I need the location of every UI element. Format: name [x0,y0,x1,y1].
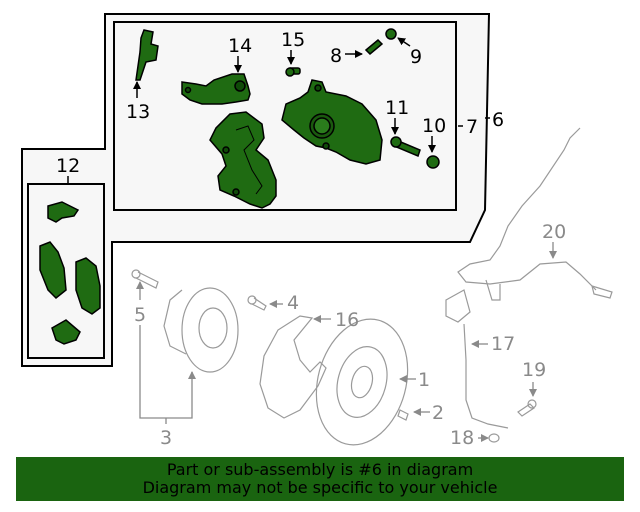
part-12-pads[interactable] [39,201,101,345]
part-19-bolt[interactable] [517,399,537,417]
info-banner: Part or sub-assembly is #6 in diagram Di… [16,457,624,501]
callout-18[interactable]: 18 [450,427,474,449]
part-10-cap[interactable] [426,155,440,169]
part-5-stud[interactable] [131,269,159,289]
banner-line-1: Part or sub-assembly is #6 in diagram [166,460,474,479]
part-20-abs-sensor[interactable] [457,127,613,301]
callout-14[interactable]: 14 [228,35,252,57]
part-15-bolt[interactable] [285,67,301,77]
callout-8[interactable]: 8 [330,45,342,67]
callout-11[interactable]: 11 [385,97,409,119]
part-2-screw[interactable] [397,409,409,421]
callout-17[interactable]: 17 [491,333,515,355]
callout-19[interactable]: 19 [522,359,546,381]
part-16-shield[interactable] [259,315,327,419]
callout-16[interactable]: 16 [335,309,359,331]
banner-line-2: Diagram may not be specific to your vehi… [142,478,498,497]
callout-10[interactable]: 10 [422,115,446,137]
callout-13[interactable]: 13 [126,101,150,123]
callout-2[interactable]: 2 [432,402,444,424]
callout-20[interactable]: 20 [542,221,566,243]
callout-5[interactable]: 5 [134,304,146,326]
part-8-guide-pin[interactable] [364,38,384,56]
callout-3[interactable]: 3 [160,427,172,449]
part-1-rotor[interactable] [303,309,421,455]
part-14-bracket[interactable] [181,73,251,105]
callout-9[interactable]: 9 [410,46,422,68]
part-3-hub[interactable] [163,287,239,373]
part-11-bolt[interactable] [390,136,421,158]
part-9-boot[interactable] [385,28,397,40]
callout-1[interactable]: 1 [418,369,430,391]
callout-12[interactable]: 12 [56,155,80,177]
callout-6[interactable]: 6 [492,109,504,131]
part-17-hose[interactable] [445,289,509,429]
callout-15[interactable]: 15 [281,29,305,51]
part-13-bracket[interactable] [135,29,159,81]
callout-7[interactable]: 7 [466,116,478,138]
part-caliper-body[interactable] [281,79,383,165]
part-4-bolt[interactable] [247,295,267,311]
part-18-washer[interactable] [488,433,500,443]
callout-4[interactable]: 4 [287,292,299,314]
part-caliper-bracket[interactable] [209,111,277,209]
